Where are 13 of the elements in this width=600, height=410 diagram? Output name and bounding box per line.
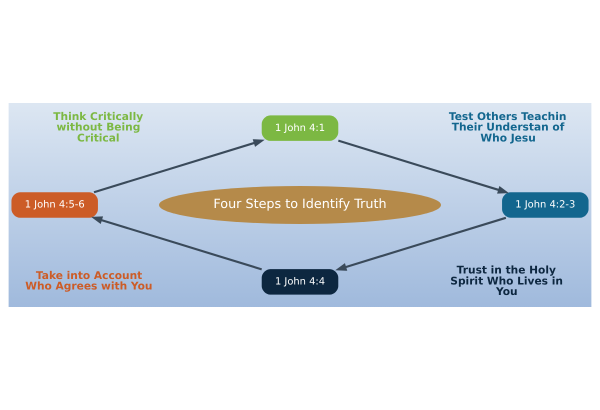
label: Test Others Teachin Their Understan of Who Jesu — [448, 110, 566, 144]
arrow — [338, 140, 510, 194]
node-ellipse: Four Steps to Identify Truth — [159, 186, 441, 224]
label: Take into Account Who Agrees with You — [25, 268, 152, 293]
node-box: 1 John 4:1 — [262, 115, 338, 141]
node-box: 1 John 4:2-3 — [502, 192, 589, 218]
arrow — [94, 139, 265, 194]
node-box: 1 John 4:5-6 — [11, 192, 98, 218]
arrow — [335, 216, 506, 271]
label: Think Critically without Being Critical — [53, 110, 144, 144]
label: Trust in the Holy Spirit Who Lives in You — [450, 264, 563, 298]
arrow — [91, 216, 262, 270]
node-box: 1 John 4:4 — [262, 269, 338, 295]
